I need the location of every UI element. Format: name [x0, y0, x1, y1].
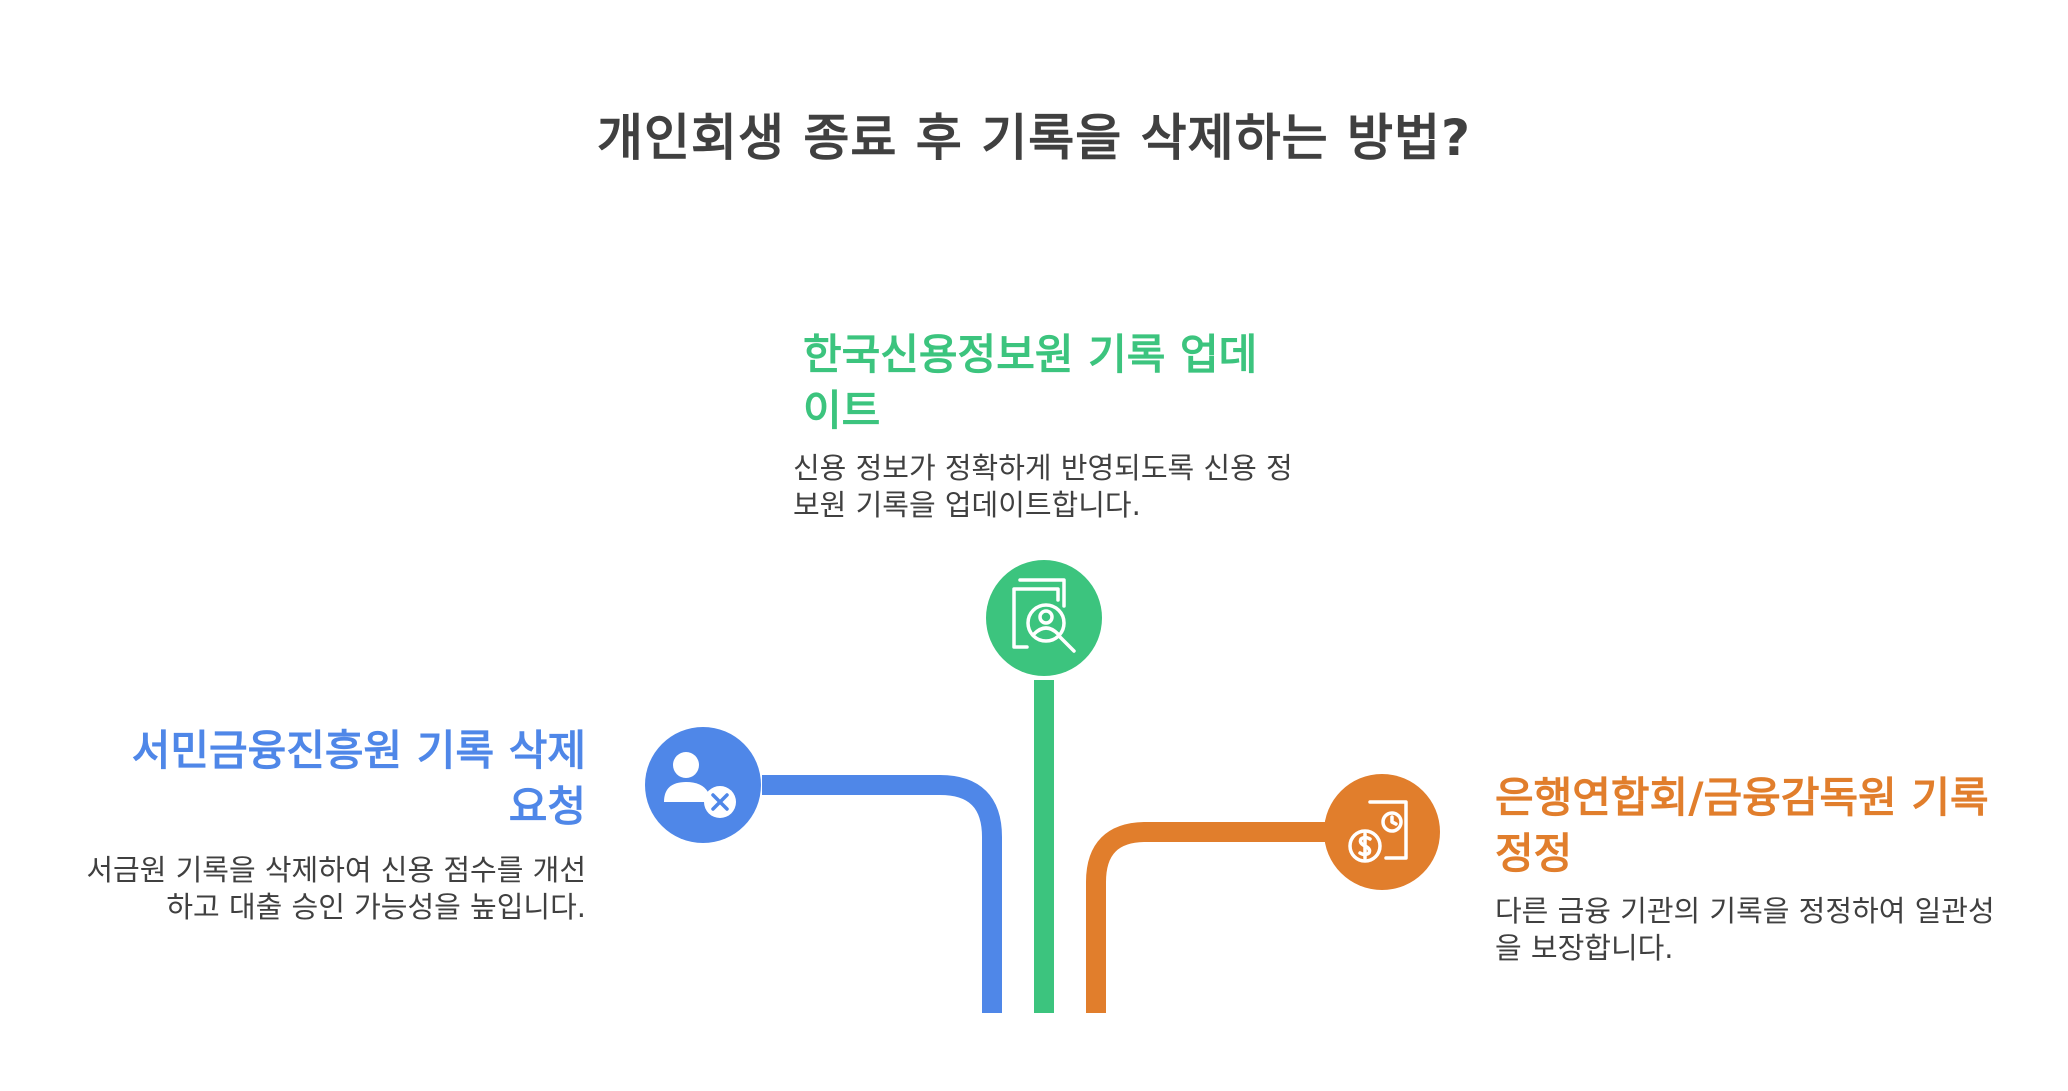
- financial-document-icon: [1348, 800, 1408, 863]
- left-step-title: 서민금융진흥원 기록 삭제 요청: [131, 726, 586, 831]
- left-step-description: 서금원 기록을 삭제하여 신용 점수를 개선하고 대출 승인 가능성을 높입니다…: [86, 853, 586, 924]
- page-title: 개인회생 종료 후 기록을 삭제하는 방법?: [596, 109, 1472, 167]
- right-connector-line: [1086, 822, 1328, 1013]
- center-step-description: 신용 정보가 정확하게 반영되도록 신용 정보원 기록을 업데이트합니다.: [793, 451, 1293, 522]
- right-step-title: 은행연합회/금융감독원 기록 정정: [1495, 773, 1989, 878]
- right-step-description: 다른 금융 기관의 기록을 정정하여 일관성을 보장합니다.: [1495, 894, 1995, 965]
- left-node[interactable]: [645, 727, 761, 843]
- right-node[interactable]: [1324, 774, 1440, 890]
- user-remove-icon: [664, 752, 736, 818]
- center-step-title: 한국신용정보원 기록 업데이트: [803, 330, 1258, 435]
- center-node[interactable]: [986, 560, 1102, 676]
- left-connector-line: [762, 775, 1002, 1013]
- document-search-user-icon: [1012, 578, 1076, 653]
